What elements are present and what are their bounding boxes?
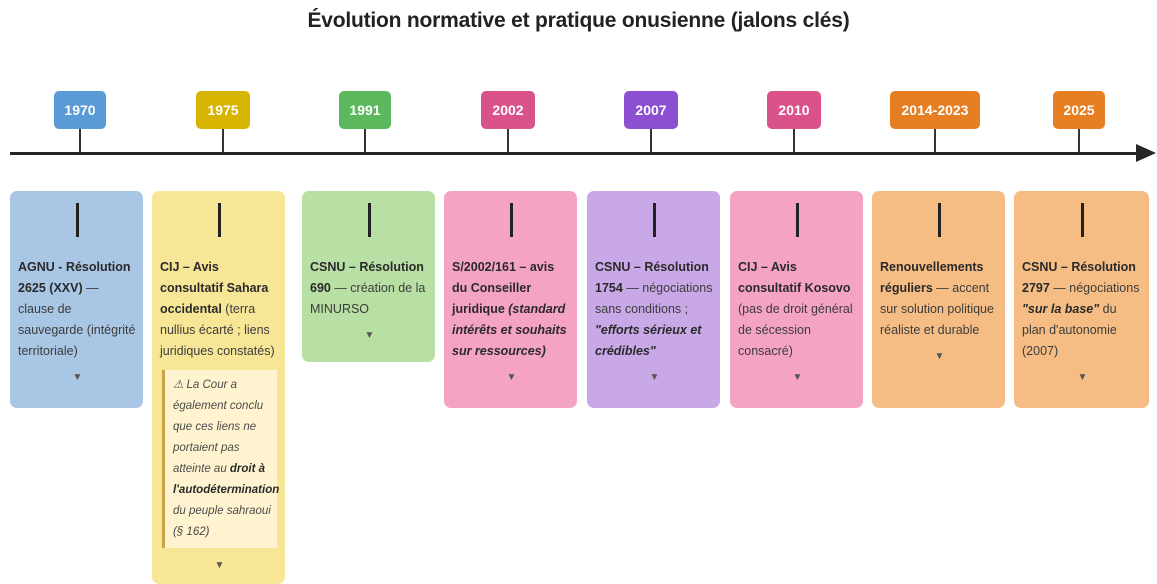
event-card-2010: CIJ – Avis consultatif Kosovo (pas de dr…	[730, 191, 863, 408]
year-badge-2007: 2007	[624, 91, 678, 129]
event-description: — création de la MINURSO	[310, 281, 426, 316]
card-connector	[218, 203, 221, 237]
card-connector	[653, 203, 656, 237]
event-card-1975: CIJ – Avis consultatif Sahara occidental…	[152, 191, 285, 584]
event-card-2025: CSNU – Résolution 2797 — négociations "s…	[1014, 191, 1149, 408]
event-description: — clause de sauvegarde (intégrité territ…	[18, 281, 136, 358]
caret-down-icon[interactable]: ▼	[364, 330, 375, 341]
event-card-2002: S/2002/161 – avis du Conseiller juridiqu…	[444, 191, 577, 408]
event-description: — négociations	[1049, 281, 1140, 295]
event-description-end: du plan d'autonomie (2007)	[1022, 302, 1117, 358]
note-emphasis: droit à l'autodétermination	[173, 463, 280, 496]
caret-down-icon[interactable]: ▼	[649, 372, 660, 383]
tick-1970	[79, 129, 81, 152]
caret-down-icon[interactable]: ▼	[1077, 372, 1088, 383]
event-text: CIJ – Avis consultatif Kosovo (pas de dr…	[738, 257, 857, 362]
event-italic-detail: (standard intérêts et souhaits sur resso…	[452, 302, 567, 358]
year-badge-2010: 2010	[767, 91, 821, 129]
page-title: Évolution normative et pratique onusienn…	[307, 9, 850, 32]
event-title: CSNU – Résolution 1754	[595, 260, 709, 295]
card-connector	[76, 203, 79, 237]
card-connector	[938, 203, 941, 237]
year-badge-1975: 1975	[196, 91, 250, 129]
event-title: CSNU – Résolution 2797	[1022, 260, 1136, 295]
event-text: CSNU – Résolution 690 — création de la M…	[310, 257, 429, 320]
event-title: S/2002/161 – avis du Conseiller juridiqu…	[452, 260, 555, 316]
year-badge-1970: 1970	[54, 91, 106, 129]
tick-2025	[1078, 129, 1080, 152]
event-title: Renouvellements réguliers	[880, 260, 984, 295]
timeline-arrowhead	[1136, 144, 1156, 162]
year-badge-2025: 2025	[1053, 91, 1105, 129]
event-description: — accent sur solution politique réaliste…	[880, 281, 994, 337]
year-badge-2014-2023: 2014-2023	[890, 91, 980, 129]
card-connector	[368, 203, 371, 237]
event-text: Renouvellements réguliers — accent sur s…	[880, 257, 999, 341]
event-title: CIJ – Avis consultatif Sahara occidental	[160, 260, 269, 316]
event-text: S/2002/161 – avis du Conseiller juridiqu…	[452, 257, 571, 362]
event-quote: "efforts sérieux et crédibles"	[595, 323, 702, 358]
event-card-1970: AGNU - Résolution 2625 (XXV) — clause de…	[10, 191, 143, 408]
event-card-1991: CSNU – Résolution 690 — création de la M…	[302, 191, 435, 362]
card-connector	[510, 203, 513, 237]
event-quote: "sur la base"	[1022, 302, 1100, 316]
tick-1991	[364, 129, 366, 152]
card-connector	[796, 203, 799, 237]
warning-note: ⚠ La Cour a également conclu que ces lie…	[162, 370, 280, 548]
tick-2007	[650, 129, 652, 152]
caret-down-icon[interactable]: ▼	[792, 372, 803, 383]
event-description: (pas de droit général de sécession consa…	[738, 302, 853, 358]
event-title: CSNU – Résolution 690	[310, 260, 424, 295]
timeline-axis	[10, 152, 1138, 155]
event-card-2007: CSNU – Résolution 1754 — négociations sa…	[587, 191, 720, 408]
event-text: CIJ – Avis consultatif Sahara occidental…	[160, 257, 279, 362]
event-text: AGNU - Résolution 2625 (XXV) — clause de…	[18, 257, 137, 362]
card-connector	[1081, 203, 1084, 237]
caret-down-icon[interactable]: ▼	[72, 372, 83, 383]
note-text-end: du peuple sahraoui (§ 162)	[173, 505, 271, 538]
note-text: La Cour a également conclu que ces liens…	[173, 379, 264, 475]
tick-1975	[222, 129, 224, 152]
event-title: AGNU - Résolution 2625 (XXV)	[18, 260, 131, 295]
tick-2002	[507, 129, 509, 152]
warning-icon: ⚠	[173, 379, 184, 391]
event-card-2014-2023: Renouvellements réguliers — accent sur s…	[872, 191, 1005, 408]
tick-2014-2023	[934, 129, 936, 152]
event-description: — négociations sans conditions ;	[595, 281, 713, 316]
caret-down-icon[interactable]: ▼	[506, 372, 517, 383]
event-description: (terra nullius écarté ; liens juridiques…	[160, 302, 275, 358]
caret-down-icon[interactable]: ▼	[214, 560, 225, 571]
tick-2010	[793, 129, 795, 152]
event-text: CSNU – Résolution 2797 — négociations "s…	[1022, 257, 1143, 362]
event-text: CSNU – Résolution 1754 — négociations sa…	[595, 257, 714, 362]
year-badge-1991: 1991	[339, 91, 391, 129]
year-badge-2002: 2002	[481, 91, 535, 129]
caret-down-icon[interactable]: ▼	[934, 351, 945, 362]
event-title: CIJ – Avis consultatif Kosovo	[738, 260, 851, 295]
